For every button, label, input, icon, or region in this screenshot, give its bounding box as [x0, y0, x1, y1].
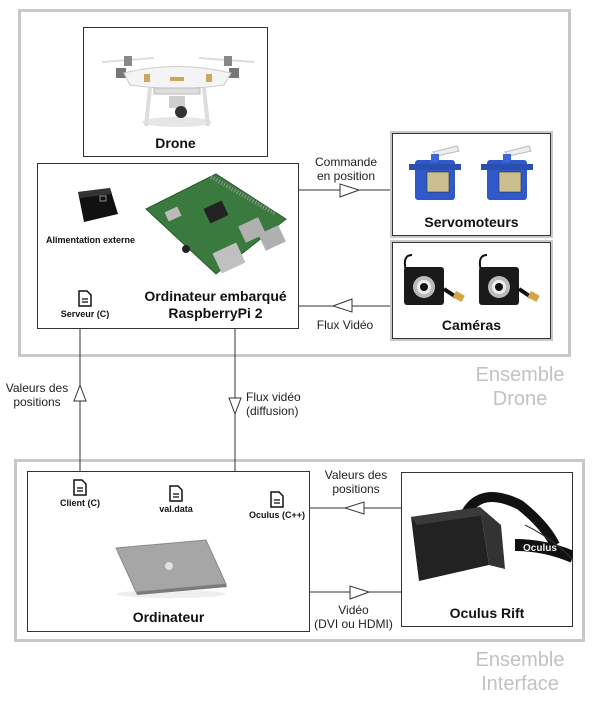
group-label-drone-line1: Ensemble — [475, 364, 565, 386]
file-icon — [78, 290, 92, 307]
oculus-file-label: Oculus (C++) — [248, 510, 305, 520]
label-video-stream-line1: Flux vidéo — [246, 390, 301, 404]
oculus-rift-box: Oculus Oculus Rift — [401, 472, 573, 627]
arrowhead-command — [339, 183, 361, 198]
label-positions-up-line1: Valeurs des — [5, 381, 69, 395]
oculus-rift-title: Oculus Rift — [449, 605, 525, 621]
raspberry-pi-image — [145, 173, 287, 275]
servomotors-box: Servomoteurs — [392, 133, 551, 236]
group-label-interface-line2: Interface — [481, 673, 559, 695]
client-file[interactable]: Client (C) — [50, 479, 110, 508]
label-video-in-line1: Flux Vidéo — [316, 318, 374, 332]
power-bank-image — [78, 188, 118, 222]
drone-image — [101, 56, 255, 127]
arrowhead-positions-oculus — [343, 501, 365, 515]
cameras-box: Caméras — [392, 242, 551, 339]
label-video-stream-line2: (diffusion) — [246, 404, 299, 418]
label-video-stream: Flux vidéo (diffusion) — [246, 390, 316, 418]
label-positions-oculus: Valeurs des positions — [316, 468, 396, 496]
label-positions-oculus-line1: Valeurs des — [324, 468, 388, 482]
group-label-interface: Ensemble Interface — [450, 648, 590, 696]
group-ensemble-interface — [14, 459, 585, 642]
group-label-drone-line2: Drone — [492, 388, 548, 410]
group-ensemble-drone — [18, 9, 571, 357]
label-positions-up-line2: positions — [13, 395, 61, 409]
file-icon — [73, 479, 87, 496]
label-video-out: Vidéo (DVI ou HDMI) — [306, 603, 401, 631]
group-label-drone: Ensemble Drone — [450, 363, 590, 411]
oculus-strap-text: Oculus — [523, 543, 557, 554]
power-bank-label: Alimentation externe — [46, 235, 136, 245]
oculus-rift-image: Oculus — [411, 492, 573, 581]
computer-box: Client (C) val.data Oculus (C++) Ordinat… — [27, 471, 310, 632]
valdata-file[interactable]: val.data — [146, 485, 206, 514]
server-file[interactable]: Serveur (C) — [60, 290, 110, 319]
file-icon — [169, 485, 183, 502]
label-command-line1: Commande — [314, 155, 378, 169]
label-video-in: Flux Vidéo — [310, 318, 380, 332]
label-video-out-line1: Vidéo — [338, 603, 369, 617]
arrowhead-video-out — [349, 585, 371, 600]
client-file-label: Client (C) — [60, 498, 100, 508]
server-file-label: Serveur (C) — [60, 309, 110, 319]
onboard-computer-title-line2: RaspberryPi 2 — [168, 305, 263, 321]
arrowhead-video-stream — [228, 397, 242, 416]
label-positions-up: Valeurs des positions — [0, 381, 74, 409]
onboard-computer-title: Ordinateur embarqué RaspberryPi 2 — [133, 288, 298, 322]
arrowhead-video-in — [331, 298, 353, 313]
valdata-file-label: val.data — [159, 504, 193, 514]
file-icon — [270, 491, 284, 508]
label-video-out-line2: (DVI ou HDMI) — [314, 617, 393, 631]
onboard-computer-title-line1: Ordinateur embarqué — [144, 288, 287, 304]
oculus-file[interactable]: Oculus (C++) — [246, 491, 308, 520]
servo-motors-image — [409, 145, 533, 200]
arrowhead-positions-up — [73, 383, 87, 402]
laptop-image — [115, 539, 227, 598]
label-positions-oculus-line2: positions — [332, 482, 380, 496]
usb-cameras-image — [403, 254, 540, 305]
label-command: Commande en position — [306, 155, 386, 183]
drone-title: Drone — [155, 135, 196, 151]
cameras-title: Caméras — [441, 317, 502, 333]
servomotors-title: Servomoteurs — [424, 214, 519, 230]
group-label-interface-line1: Ensemble — [475, 649, 565, 671]
onboard-computer-box: Alimentation externe Serveur (C) Ordinat… — [37, 163, 299, 329]
computer-title: Ordinateur — [132, 609, 205, 625]
drone-box: Drone — [83, 27, 268, 157]
label-command-line2: en position — [316, 169, 376, 183]
